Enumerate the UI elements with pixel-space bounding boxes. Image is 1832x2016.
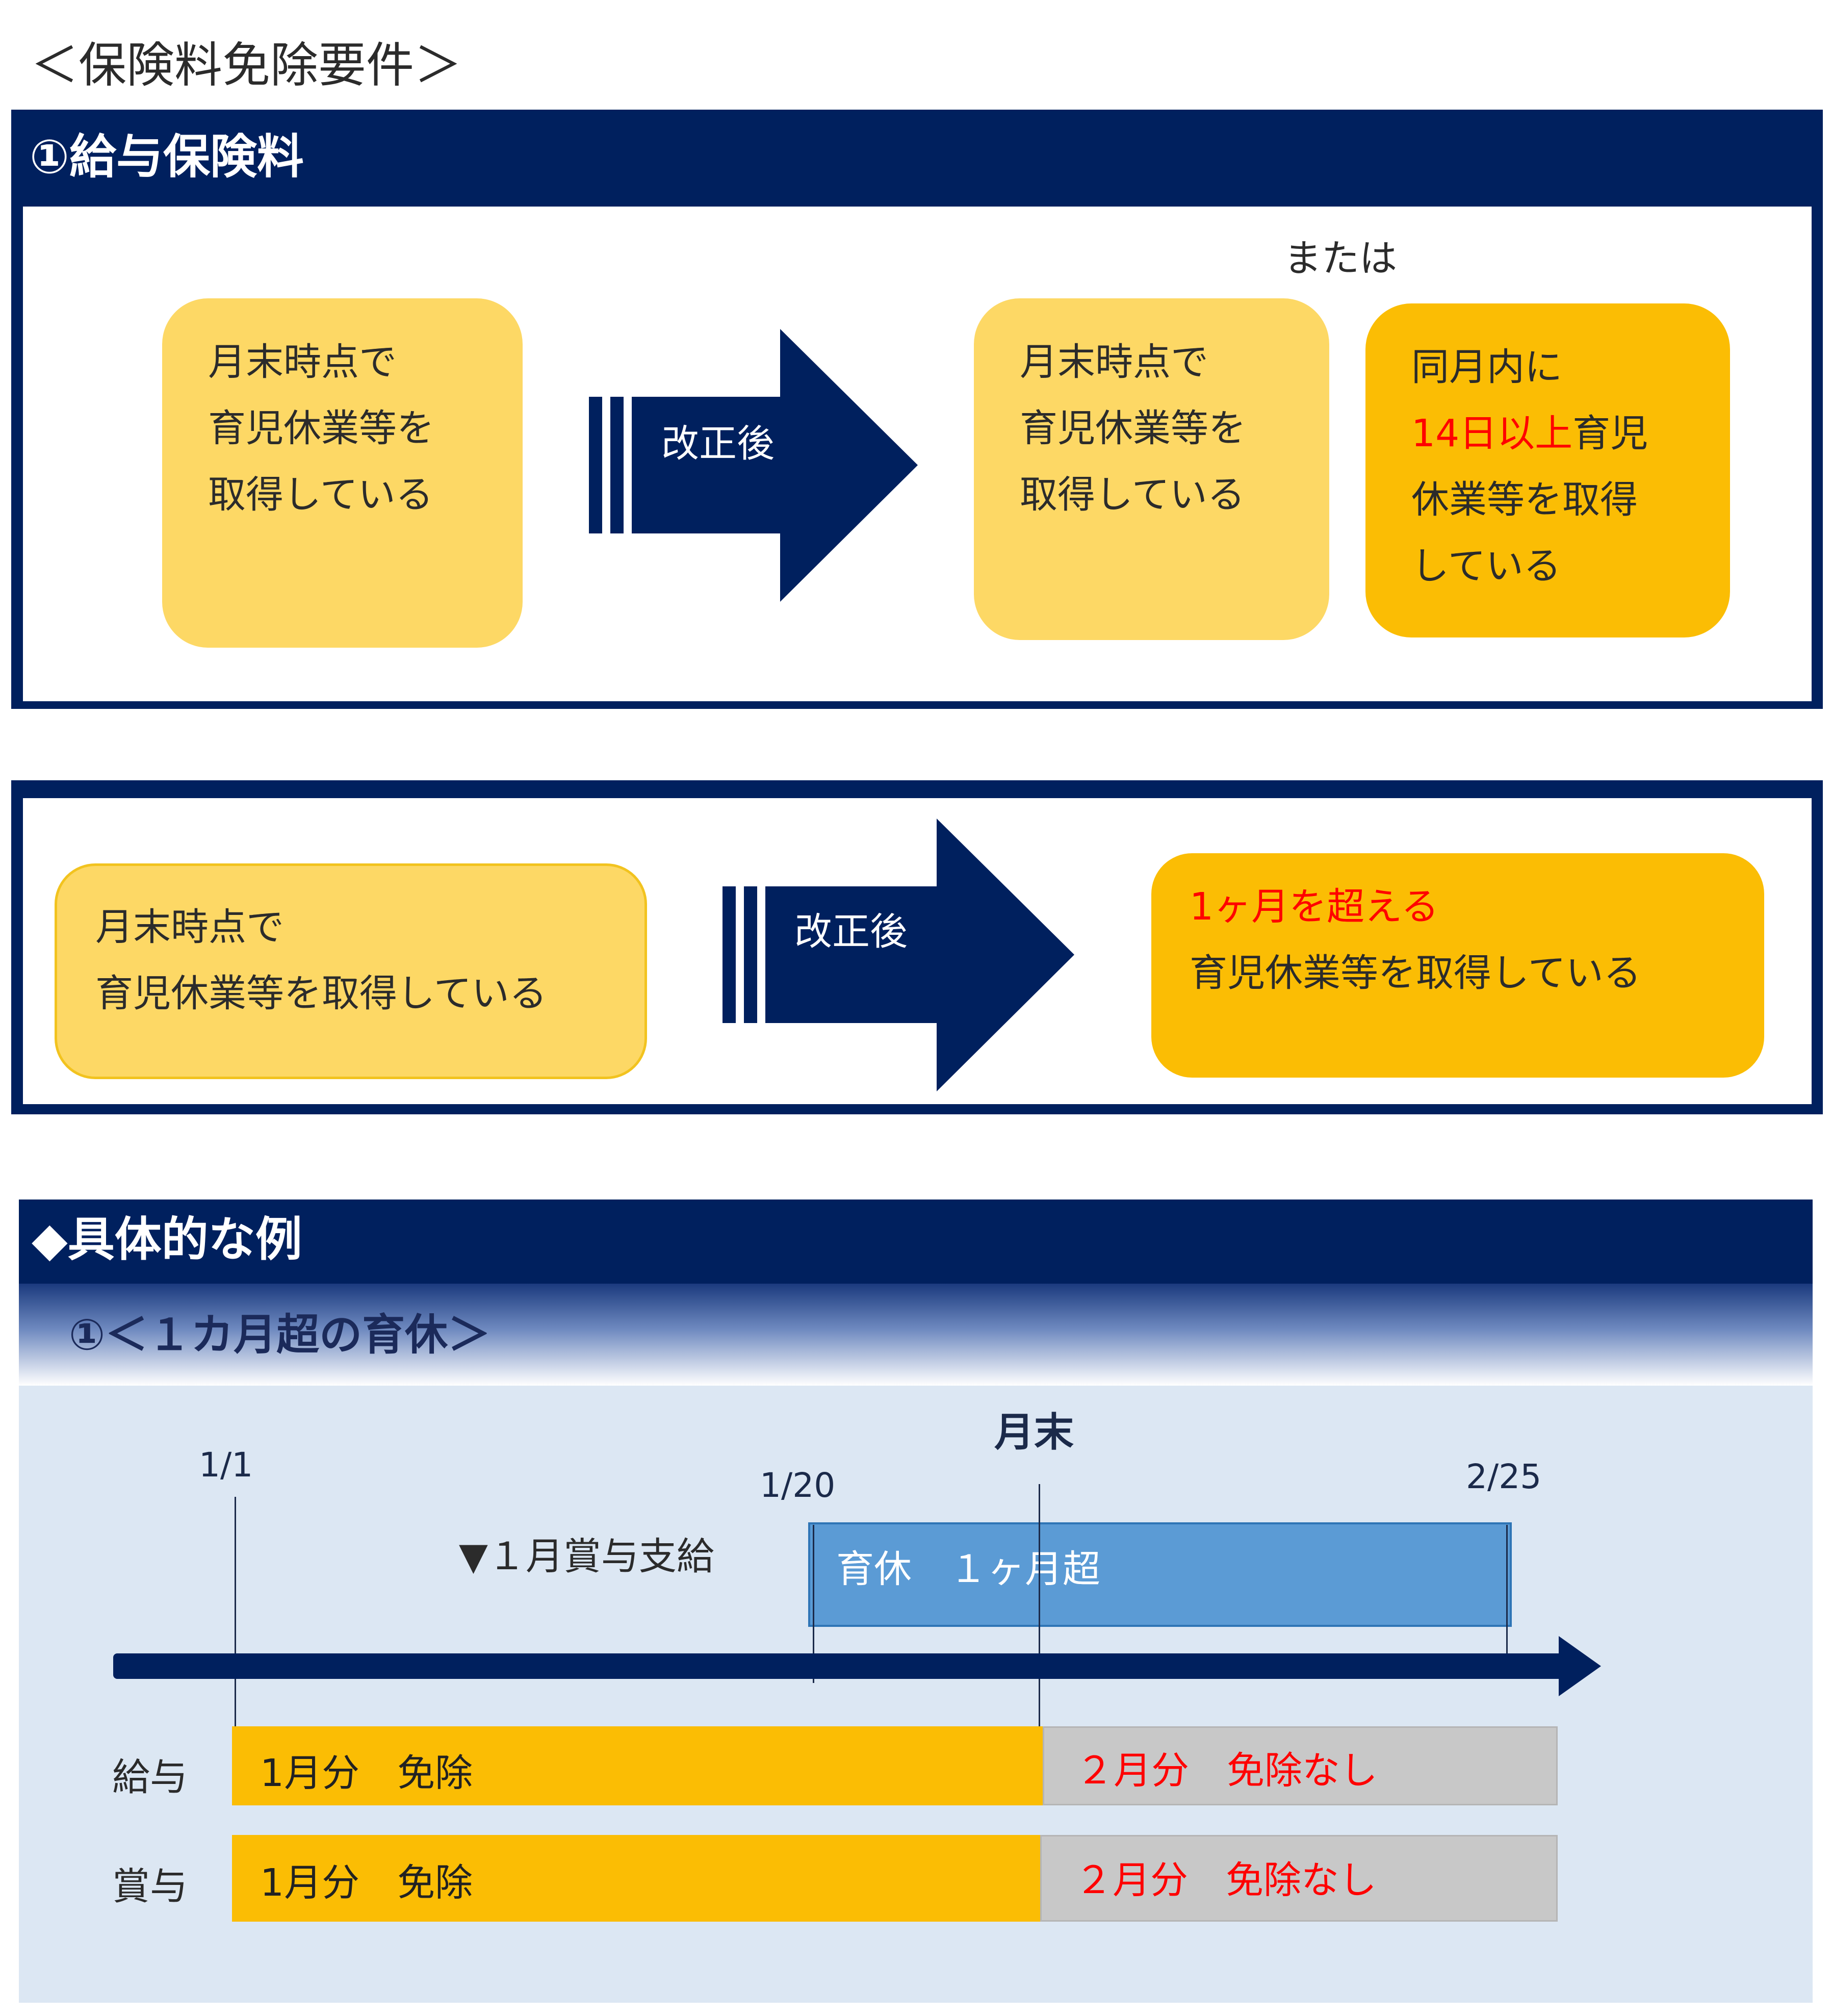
emphasis-text: 1ヶ月を超える <box>1190 885 1439 929</box>
exempt-bar-label: 1月分 免除 <box>260 1861 473 1905</box>
box-line: 育児休業等を <box>208 406 434 450</box>
leave-bar <box>808 1522 1512 1627</box>
section1-title: ①給与保険料 <box>30 130 304 184</box>
exempt-bar-label: 1月分 免除 <box>260 1751 473 1795</box>
box-line: 育児休業等を <box>1020 406 1246 450</box>
row-label-bonus: 賞与 <box>112 1865 188 1908</box>
page-title: ＜保険料免除要件＞ <box>31 38 462 93</box>
example-subtitle-band <box>19 1284 1813 1386</box>
section2-title: ②賞与保険料 <box>30 720 304 775</box>
time-axis-arrow-icon <box>113 1636 1601 1696</box>
box-text: 育児 <box>1572 412 1648 455</box>
section1-arrow-label: 改正後 <box>661 422 775 466</box>
section1-after-box-a: 月末時点で 育児休業等を 取得している <box>974 298 1329 640</box>
box-line: 取得している <box>208 473 433 517</box>
bonus-paid-label: ▼１月賞与支給 <box>459 1535 714 1578</box>
section2-before-box: 月末時点で 育児休業等を取得している <box>55 863 647 1079</box>
start-date-label: 1/1 <box>199 1445 253 1485</box>
box-line: 14日以上育児 <box>1411 400 1730 467</box>
section1-before-box: 月末時点で 育児休業等を 取得している <box>162 298 523 648</box>
box-line: 月末時点で <box>1020 340 1208 384</box>
box-line: 月末時点で <box>208 340 397 384</box>
example-subtitle: ①＜１カ月超の育休＞ <box>69 1310 491 1360</box>
tick-line-start <box>235 1497 236 1731</box>
leave-start-date-label: 1/20 <box>760 1466 836 1505</box>
tick-line-month-end <box>1039 1484 1040 1726</box>
box-line: 育児休業等を取得している <box>95 972 547 1015</box>
box-line: 休業等を取得 <box>1411 478 1638 522</box>
section2-arrow-label: 改正後 <box>794 910 908 954</box>
box-line: 同月内に <box>1411 345 1562 389</box>
section2-after-box: 1ヶ月を超える 育児休業等を取得している <box>1151 853 1764 1078</box>
box-line: 取得している <box>1020 473 1245 517</box>
example-header <box>19 1200 1813 1284</box>
row-label-salary: 給与 <box>112 1755 188 1799</box>
not-exempt-bar-label: ２月分 免除なし <box>1075 1858 1377 1902</box>
leave-bar-label: 育休 １ヶ月超 <box>836 1547 1100 1591</box>
not-exempt-bar <box>1040 1835 1558 1922</box>
box-line: している <box>1411 544 1561 588</box>
emphasis-text: 14日以上 <box>1411 412 1573 455</box>
tick-line-leave-end <box>1506 1525 1508 1663</box>
leave-end-date-label: 2/25 <box>1466 1457 1542 1496</box>
month-end-label: 月末 <box>994 1410 1074 1456</box>
exempt-bar <box>232 1726 1043 1805</box>
not-exempt-bar <box>1043 1726 1558 1805</box>
box-line: 月末時点で <box>95 905 284 949</box>
section1-arrow-icon <box>589 329 918 602</box>
not-exempt-bar-label: ２月分 免除なし <box>1076 1749 1378 1793</box>
section2-arrow-icon <box>723 819 1074 1091</box>
or-label: または <box>1284 237 1397 280</box>
tick-line-leave-start <box>813 1525 814 1683</box>
section1-after-box-b: 同月内に 14日以上育児 休業等を取得 している <box>1365 303 1730 637</box>
box-line: 育児休業等を取得している <box>1190 951 1641 995</box>
example-title: ◆具体的な例 <box>32 1212 302 1267</box>
exempt-bar <box>232 1835 1040 1922</box>
